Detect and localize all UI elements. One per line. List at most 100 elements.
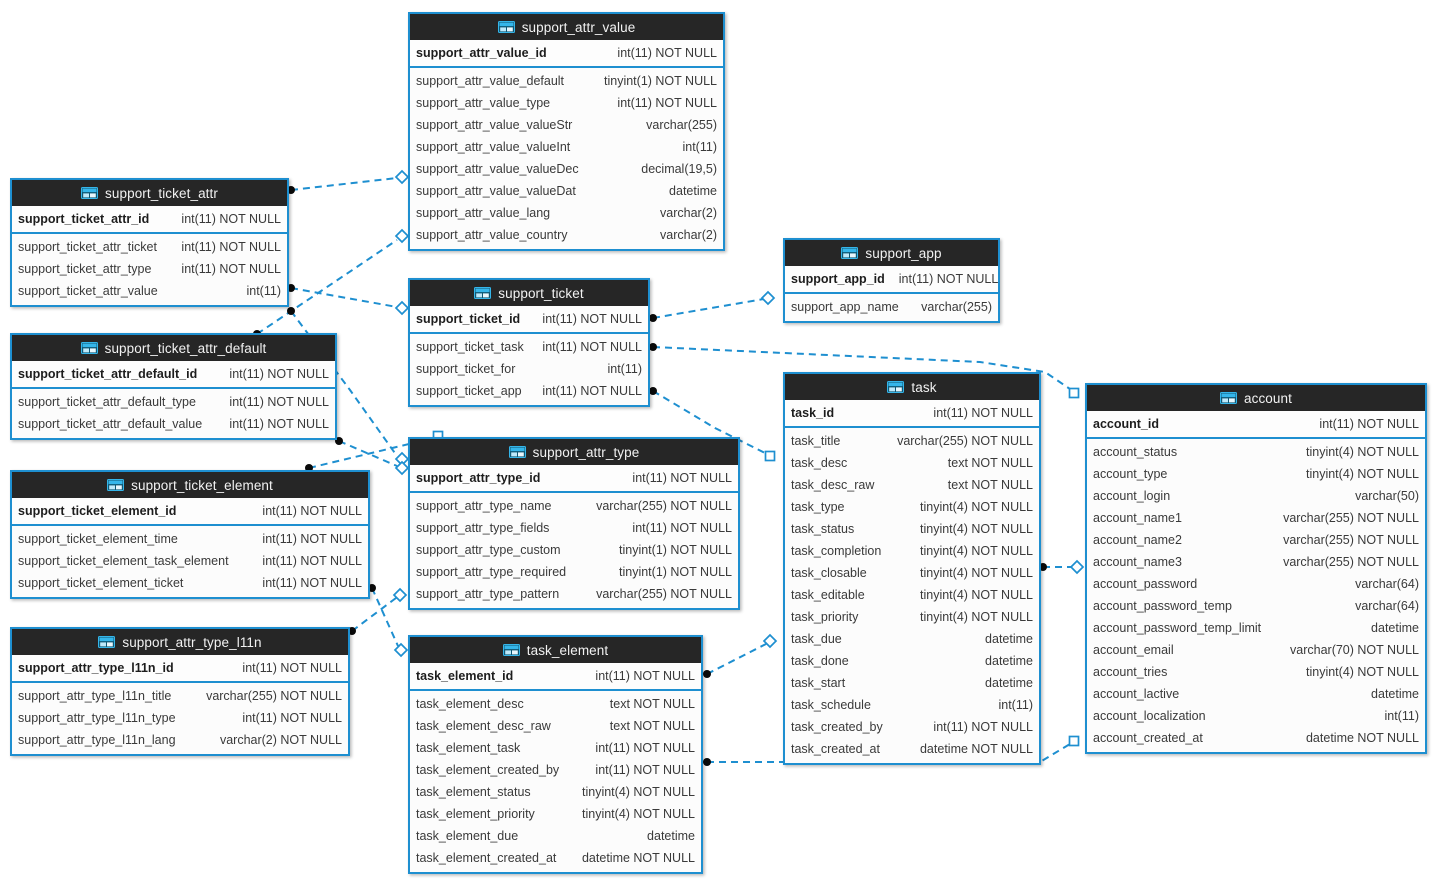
relationship-line[interactable]	[308, 437, 435, 469]
relationship-line[interactable]	[371, 587, 399, 647]
table-header[interactable]: task_element	[410, 637, 701, 663]
relationship-support_attr_type_l11n-to-support_attr_type[interactable]	[348, 587, 408, 635]
relationship-line[interactable]	[290, 310, 398, 457]
relationship-support_ticket-to-task[interactable]	[649, 387, 776, 462]
relationship-support_ticket_attr-to-support_ticket[interactable]	[287, 284, 410, 316]
relationship-line[interactable]	[338, 440, 398, 467]
relationship-support_ticket_attr_default-to-support_attr_type[interactable]	[335, 437, 410, 476]
relationship-support_ticket_element-to-task_element[interactable]	[368, 584, 409, 658]
relationship-line[interactable]	[256, 239, 398, 335]
relationship-line[interactable]	[652, 346, 1071, 390]
table-header[interactable]: support_app	[785, 240, 998, 266]
relationship-task-to-account[interactable]	[1039, 559, 1085, 575]
relationship-line[interactable]	[351, 597, 397, 632]
table-header[interactable]: support_attr_type	[410, 439, 738, 465]
table-header[interactable]: support_attr_value	[410, 14, 723, 40]
relationship-support_ticket_attr-to-support_attr_value[interactable]	[287, 169, 410, 194]
relationship-line[interactable]	[652, 298, 765, 319]
relationship-line[interactable]	[706, 643, 767, 675]
relationship-support_ticket-to-account[interactable]	[649, 343, 1080, 399]
relationship-line[interactable]	[290, 287, 398, 308]
relationship-support_ticket-to-support_app[interactable]	[649, 290, 776, 322]
table-header[interactable]: task	[785, 374, 1039, 400]
table-header[interactable]: account	[1087, 385, 1425, 411]
table-header[interactable]: support_ticket_attr_default	[12, 335, 335, 361]
table-header[interactable]: support_attr_type_l11n	[12, 629, 348, 655]
